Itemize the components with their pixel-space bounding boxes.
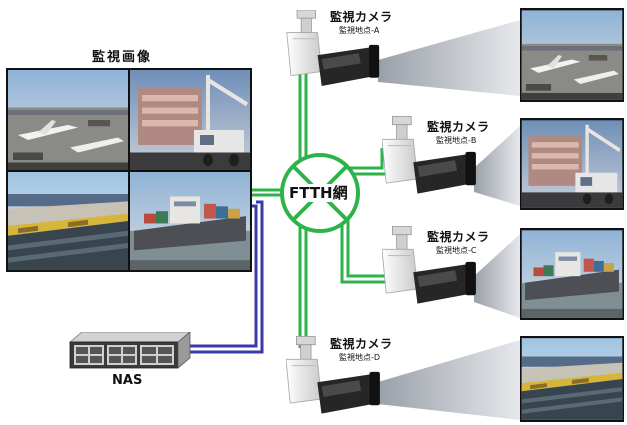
camera-a-view-cone <box>378 20 520 96</box>
camera-b-view-cone <box>474 126 520 206</box>
link-nas-inner <box>190 204 258 348</box>
monitor-feed-c <box>8 172 128 270</box>
camera-a-site: 監視地点-A <box>339 26 380 35</box>
camera-d-view-cone <box>378 340 520 420</box>
monitor-feed-b <box>130 70 250 170</box>
ftth-links <box>252 70 390 348</box>
camera-c-view-cone <box>474 234 520 318</box>
camera-d-title: 監視カメラ <box>330 337 393 351</box>
monitor-grid <box>6 68 252 272</box>
monitor-feed-d <box>130 172 250 270</box>
monitor-feed-a <box>8 70 128 170</box>
monitor-title: 監視画像 <box>92 50 153 65</box>
camera-c-title: 監視カメラ <box>427 230 490 244</box>
nas-label: NAS <box>112 373 143 388</box>
camera-c <box>382 226 624 320</box>
camera-b-feed <box>520 118 624 210</box>
camera-c-site: 監視地点-C <box>436 246 477 255</box>
camera-b-site: 監視地点-B <box>436 136 477 145</box>
camera-d-feed <box>520 336 624 422</box>
camera-b-title: 監視カメラ <box>427 120 490 134</box>
nas-link <box>190 200 264 354</box>
camera-c-feed <box>520 228 624 320</box>
camera-a-feed <box>520 8 624 102</box>
network-label: FTTH網 <box>287 184 350 202</box>
camera-d-site: 監視地点-D <box>339 353 381 362</box>
server-rack-icon <box>69 332 191 369</box>
link-camera-b <box>338 148 384 170</box>
camera-a-title: 監視カメラ <box>330 10 393 24</box>
camera-d <box>286 336 624 422</box>
camera-b <box>382 116 624 210</box>
camera-a <box>286 8 624 102</box>
link-nas-outer <box>190 200 264 354</box>
